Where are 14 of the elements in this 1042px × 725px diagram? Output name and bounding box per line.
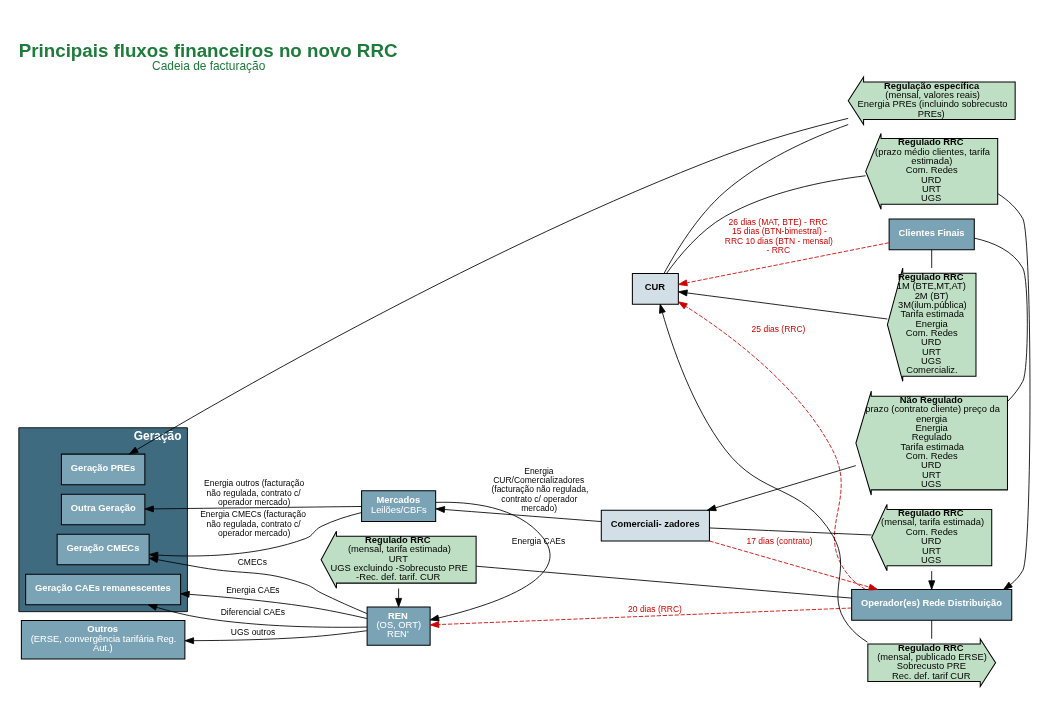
- edge-label: 25 dias (RRC): [751, 323, 806, 334]
- edge-label: CMECs: [237, 556, 267, 567]
- edge-label: 20 dias (RRC): [628, 603, 682, 614]
- edge-label: Energia CAEs: [511, 535, 566, 546]
- edge-label: 26 dias (MAT, BTE) - RRC 15 dias (BTN-bimestral) - RRC 10 dias (BTN - mensal) - RRC: [724, 216, 833, 255]
- edge-label: 17 dias (contrato): [746, 535, 813, 546]
- caption: Cadeia de facturação: [152, 58, 266, 73]
- edge-label: Diferencial CAEs: [220, 606, 285, 617]
- edge-label: Energia CMECs (facturação não regulada, contrato c/ operador mercado): [200, 508, 307, 538]
- edge-label: Energia outros (facturação não regulada, contrato c/ operador mercado): [204, 477, 305, 507]
- edge-label: UGS outros: [230, 626, 276, 637]
- edge-label: Energia CUR/Comercializadores (facturação não regulada, contrato c/ operador mercado): [491, 465, 589, 513]
- edge-label: Energia CAEs: [226, 584, 280, 595]
- diagram-title: Principais fluxos financeiros no novo RRC: [18, 39, 398, 61]
